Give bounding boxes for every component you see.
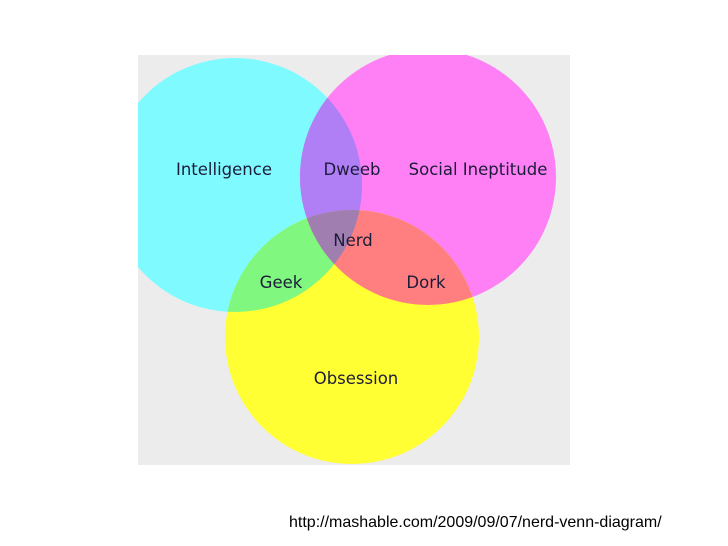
venn-diagram: Intelligence Dweeb Social Ineptitude Ner… [138, 55, 556, 464]
intelligence-label: Intelligence [176, 160, 272, 179]
geek-label: Geek [260, 273, 303, 292]
dork-label: Dork [406, 273, 446, 292]
source-url-text: http://mashable.com/2009/09/07/nerd-venn… [289, 514, 662, 531]
geek-region [225, 210, 362, 312]
social-ineptitude-label: Social Ineptitude [409, 160, 548, 179]
dweeb-label: Dweeb [324, 160, 381, 179]
dork-region [300, 210, 479, 305]
obsession-label: Obsession [314, 369, 399, 388]
venn-diagram-panel: Intelligence Dweeb Social Ineptitude Ner… [138, 55, 570, 465]
nerd-label: Nerd [333, 231, 372, 250]
